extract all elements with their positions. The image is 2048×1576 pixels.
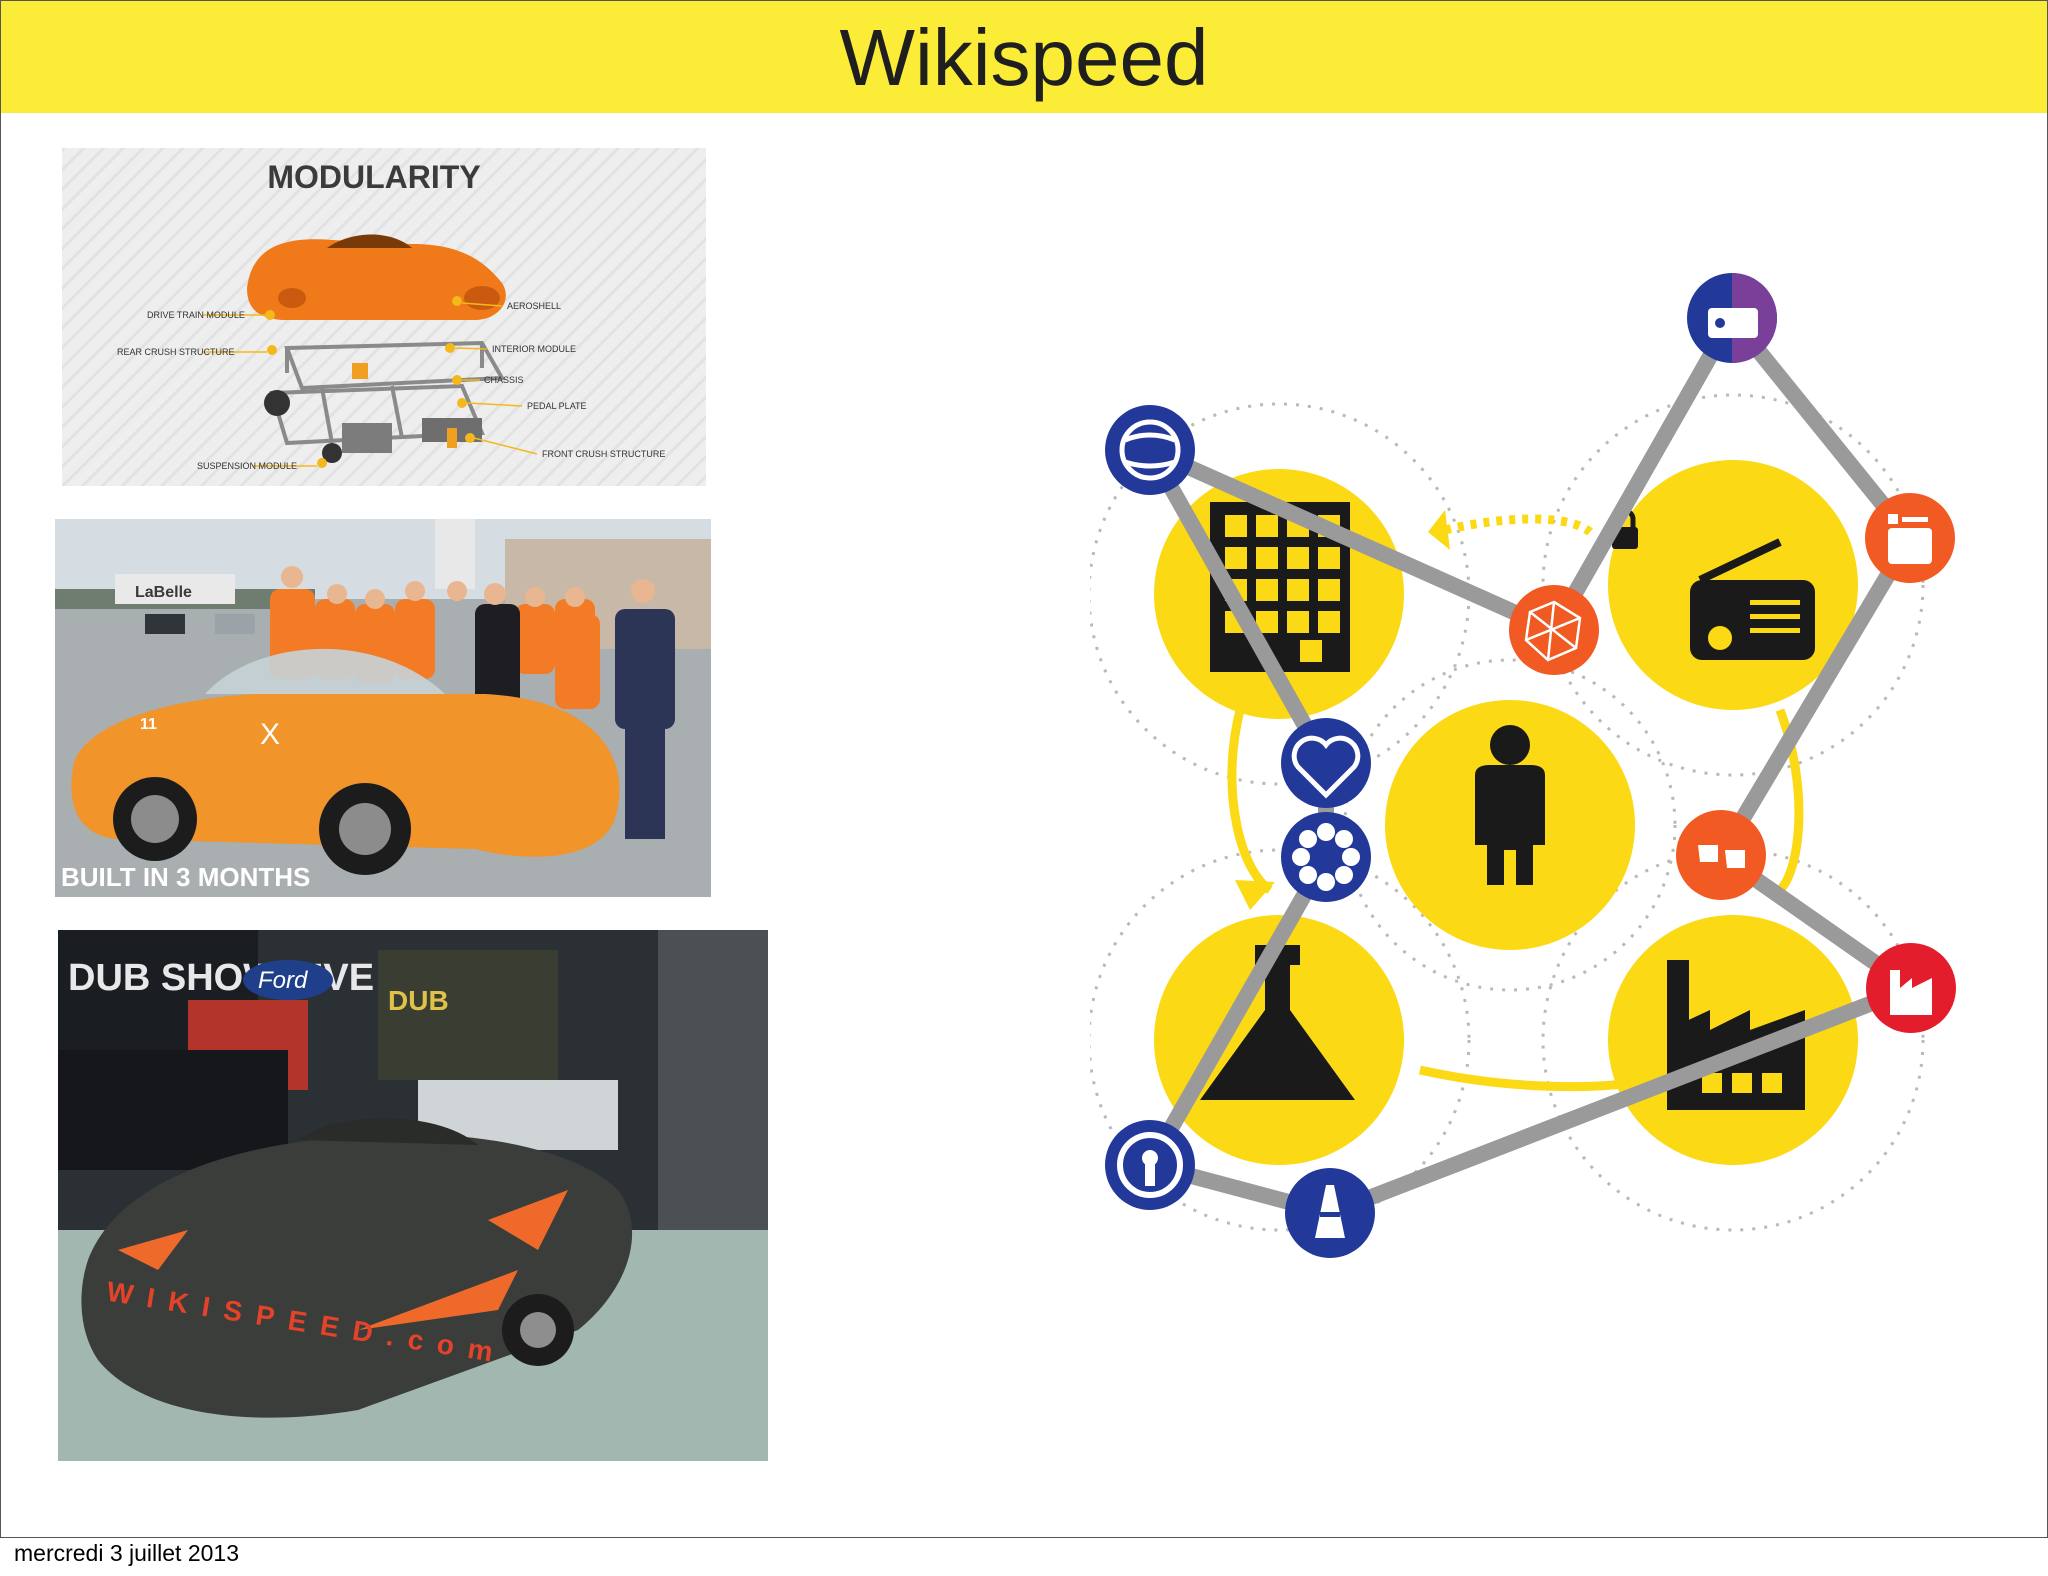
- label-chassis: CHASSIS: [484, 375, 524, 385]
- label-drive-train: DRIVE TRAIN MODULE: [147, 310, 245, 320]
- factory-small-icon: [1866, 943, 1956, 1033]
- footer-date: mercredi 3 juillet 2013: [14, 1540, 240, 1566]
- booth-sign: DUB: [388, 985, 449, 1016]
- person-icon: [1475, 725, 1545, 885]
- radio-icon: [1612, 508, 1815, 660]
- network-diagram: [1087, 270, 1990, 1260]
- flower-icon: [1281, 812, 1371, 902]
- globe-icon: [1105, 405, 1195, 495]
- keyhole-icon: [1105, 1120, 1195, 1210]
- team-car-photo: LaBelle 11 X BUILT IN 3 MONTHS: [55, 519, 711, 897]
- cone-icon: [1285, 1168, 1375, 1258]
- show-car-photo: DUB SHOW LIVE Ford DUB WIKISPEED.com: [58, 930, 768, 1461]
- handshake-icon: [1281, 718, 1371, 808]
- appliance-icon: [1865, 493, 1955, 583]
- label-interior: INTERIOR MODULE: [492, 344, 576, 354]
- label-aeroshell: AEROSHELL: [507, 301, 561, 311]
- label-suspension: SUSPENSION MODULE: [197, 461, 297, 471]
- car-number: 11: [140, 716, 157, 733]
- label-front-crush: FRONT CRUSH STRUCTURE: [542, 449, 665, 459]
- slide-title: Wikispeed: [839, 13, 1209, 102]
- ford-logo: Ford: [258, 967, 308, 994]
- title-bar: [1, 1, 2047, 113]
- network-icon: [1509, 585, 1599, 675]
- store-sign: LaBelle: [135, 584, 192, 601]
- modularity-heading: MODULARITY: [267, 159, 480, 195]
- radio-small-icon: [1687, 273, 1777, 363]
- built-caption: BUILT IN 3 MONTHS: [61, 862, 310, 892]
- label-rear-crush: REAR CRUSH STRUCTURE: [117, 347, 235, 357]
- flask-icon: [1200, 945, 1355, 1100]
- car-logo: X: [260, 718, 280, 751]
- hands-icon: [1676, 810, 1766, 900]
- label-pedal-plate: PEDAL PLATE: [527, 401, 587, 411]
- modularity-image: MODULARITY DRIV: [62, 148, 706, 486]
